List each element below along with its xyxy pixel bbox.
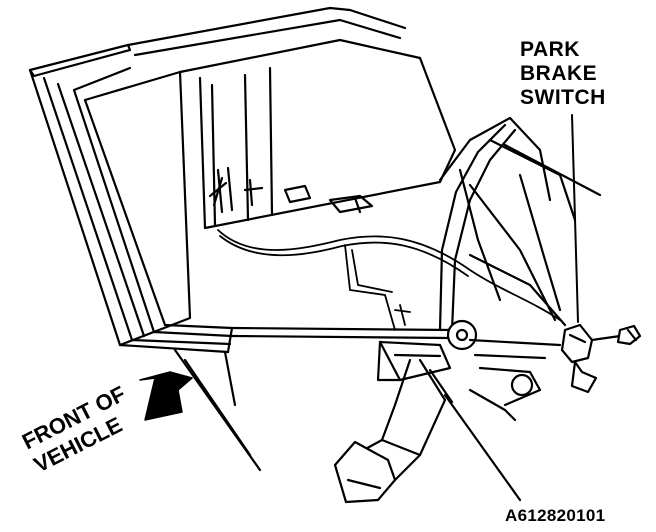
callout-line-2: BRAKE [520,62,598,85]
park-brake-switch [560,323,642,394]
wiring-harness [217,229,561,331]
callout-line-3: SWITCH [520,86,606,109]
figure-id: A612820101 [505,506,606,525]
park-brake-switch-callout: PARK BRAKE SWITCH [520,38,606,110]
pedal-bracket [230,116,602,340]
callout-line-1: PARK [520,38,580,61]
brake-pedal [333,358,454,504]
pedal-pivot [376,319,562,422]
front-direction-arrow [139,371,193,421]
callout-leader [571,114,579,323]
dash-panel [28,6,422,354]
floor-lines [173,348,522,502]
dash-opening [198,56,457,230]
